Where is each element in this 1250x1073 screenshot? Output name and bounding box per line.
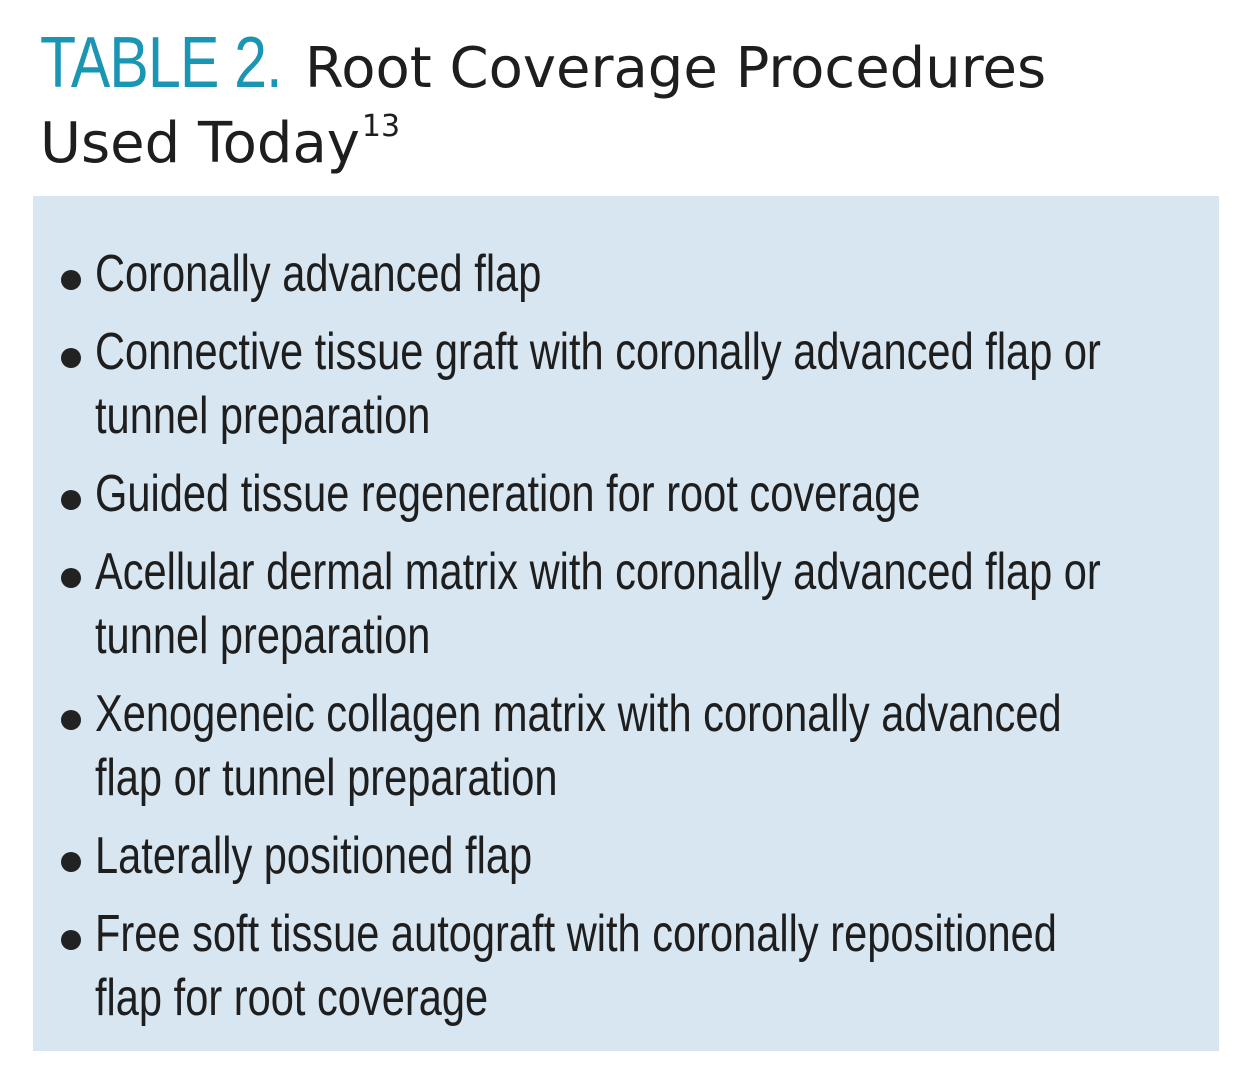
table-title: TABLE 2. Root Coverage Procedures Used T… (40, 22, 1220, 176)
reference-superscript: 13 (361, 109, 401, 144)
procedures-box: Coronally advanced flap Connective tissu… (33, 196, 1219, 1051)
list-item-text: Guided tissue regeneration for root cove… (95, 465, 921, 523)
title-text-line-2: Used Today (40, 111, 360, 176)
list-item: Laterally positioned flap (61, 824, 1211, 888)
bullet-icon (61, 348, 81, 368)
title-text-line-1: Root Coverage Procedures (304, 36, 1047, 101)
title-line-1: TABLE 2. Root Coverage Procedures (40, 22, 1220, 110)
bullet-icon (61, 490, 81, 510)
list-item: Guided tissue regeneration for root cove… (61, 462, 1211, 526)
list-item-text: Free soft tissue autograft with coronall… (95, 905, 1057, 1027)
list-item-text: Laterally positioned flap (95, 827, 533, 885)
list-item: Free soft tissue autograft with coronall… (61, 902, 1211, 1030)
bullet-icon (61, 852, 81, 872)
list-item-text: Coronally advanced flap (95, 245, 542, 303)
list-item-text: Acellular dermal matrix with coronally a… (95, 543, 1101, 665)
table-number-label: TABLE 2. (40, 23, 283, 103)
list-item: Xenogeneic collagen matrix with coronall… (61, 682, 1211, 810)
bullet-icon (61, 270, 81, 290)
list-item: Coronally advanced flap (61, 242, 1211, 306)
list-item: Connective tissue graft with coronally a… (61, 320, 1211, 448)
list-item: Acellular dermal matrix with coronally a… (61, 540, 1211, 668)
title-line-2: Used Today13 (40, 112, 1220, 176)
bullet-icon (61, 568, 81, 588)
procedures-list: Coronally advanced flap Connective tissu… (61, 242, 1211, 1044)
bullet-icon (61, 710, 81, 730)
list-item-text: Connective tissue graft with coronally a… (95, 323, 1101, 445)
list-item-text: Xenogeneic collagen matrix with coronall… (95, 685, 1062, 807)
bullet-icon (61, 930, 81, 950)
